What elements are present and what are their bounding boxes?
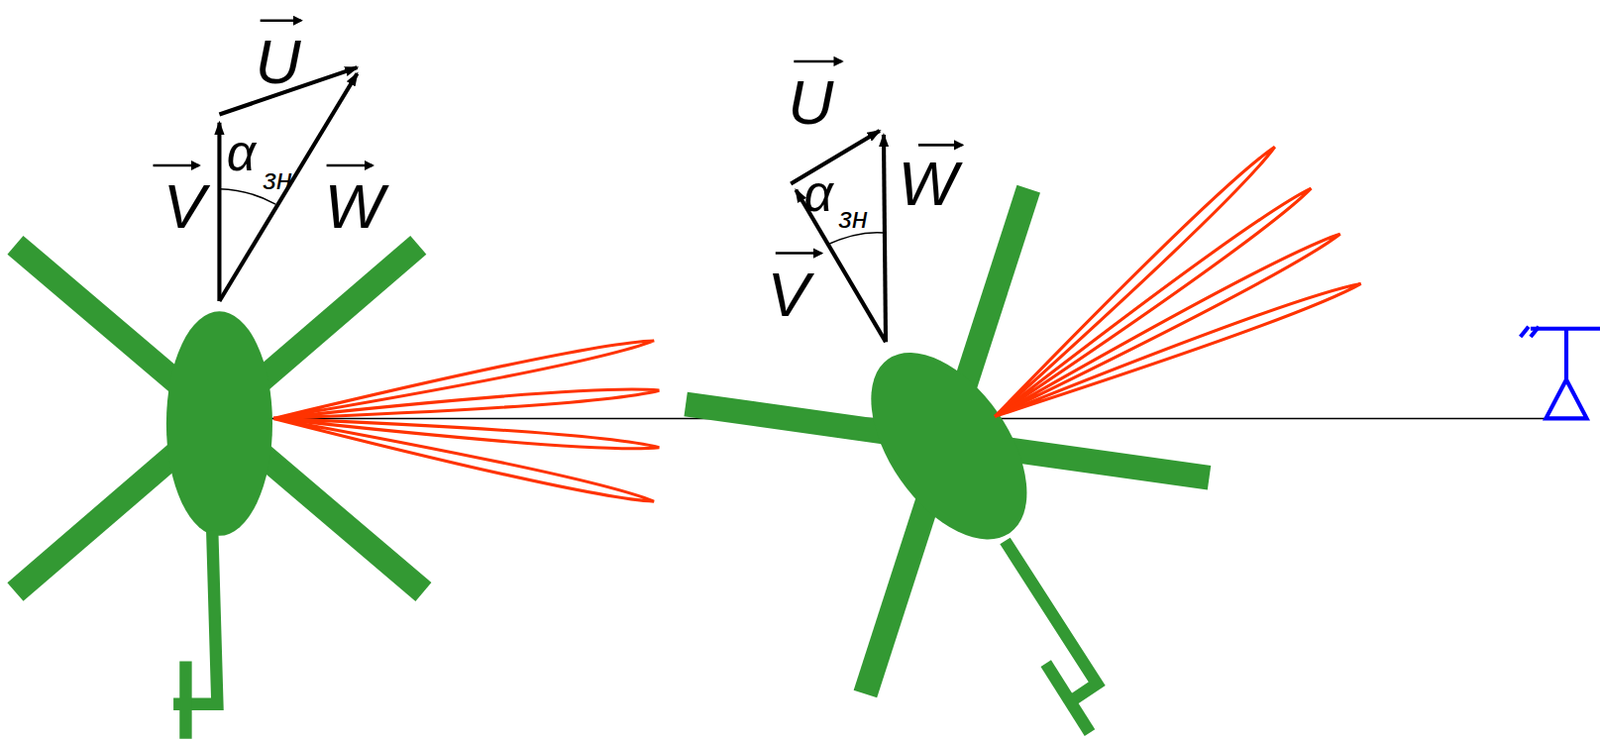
angle-subscript: зн: [263, 165, 293, 195]
radar-beam-lobe: [994, 233, 1340, 417]
radar-beam-lobe: [273, 389, 659, 419]
angle-subscript: зн: [839, 204, 868, 233]
vector-label: V: [163, 175, 207, 239]
helicopter: [14, 244, 424, 740]
vector-mark: [152, 20, 962, 254]
helicopter: [685, 189, 1209, 734]
vector-label: V: [767, 263, 811, 327]
radar-beam-lobe: [994, 146, 1276, 417]
vector-label: W: [897, 152, 958, 216]
vector-label: U: [787, 71, 834, 135]
angle-label: α: [804, 168, 834, 220]
angle-label: α: [226, 127, 256, 180]
vector-label: U: [254, 30, 301, 95]
radar-beam-lobe: [994, 283, 1361, 417]
radar-beam-lobe: [994, 188, 1311, 417]
vector-label: W: [324, 175, 385, 239]
radar-beam: [273, 146, 1362, 502]
radar-antenna: [1520, 326, 1600, 420]
radar-beam-lobe: [273, 340, 654, 419]
radar-beam-lobe: [273, 418, 654, 502]
